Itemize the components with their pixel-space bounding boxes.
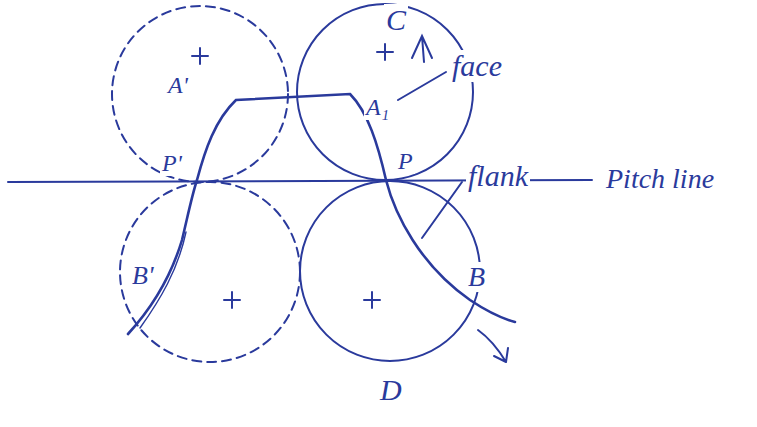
- centre-mark: [224, 292, 240, 308]
- point-letter: C: [384, 4, 408, 36]
- point-letter: A₁: [364, 94, 391, 120]
- centre-mark: [377, 44, 393, 60]
- point-letter: D: [378, 374, 404, 406]
- leader-line: [422, 182, 462, 238]
- rolling-circle: [300, 181, 480, 361]
- rotation-arrow: [412, 36, 432, 62]
- part-name: face: [450, 50, 504, 82]
- point-letter: B': [130, 262, 155, 290]
- leader-line: [398, 72, 446, 100]
- rolling-circle: [297, 4, 473, 180]
- point-letter: P': [160, 150, 184, 176]
- tooth-profile: [128, 94, 515, 334]
- point-letter: B: [466, 262, 487, 292]
- part-name: flank: [466, 160, 530, 192]
- rotation-arrow: [478, 330, 508, 362]
- rolling-circle: [120, 182, 300, 362]
- point-letter: P: [396, 148, 415, 174]
- centre-mark: [192, 48, 208, 64]
- point-letter: A': [166, 72, 190, 98]
- line-name: Pitch line: [604, 164, 716, 194]
- rolling-circle: [112, 6, 288, 182]
- centre-mark: [364, 292, 380, 308]
